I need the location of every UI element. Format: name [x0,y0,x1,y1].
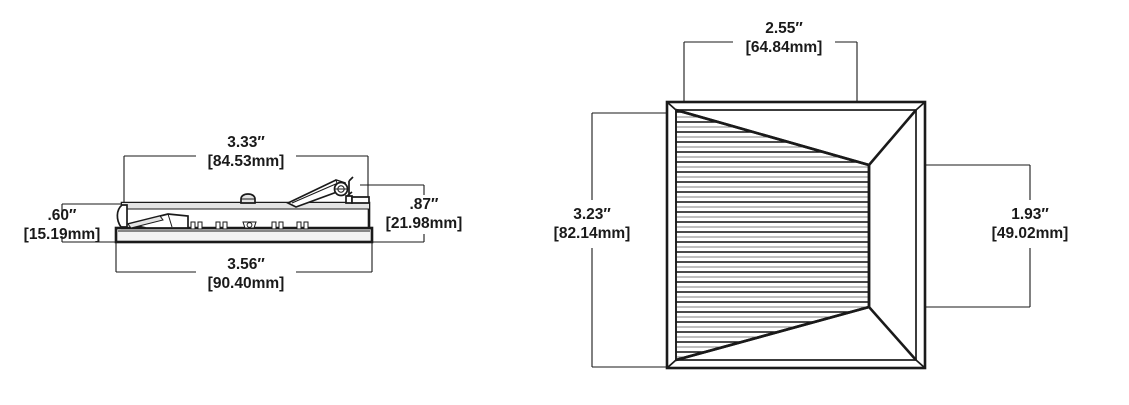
front-left-height-mm: [82.14mm] [554,225,631,242]
side-right-height-mm: [21.98mm] [386,215,463,232]
side-view-product-outline [114,176,374,244]
side-view-mounting-tabs [190,221,309,230]
side-bottom-width-inches: 3.56″ [227,256,265,273]
front-right-height-inches: 1.93″ [1011,206,1049,223]
front-view-dimension-text: 2.55″ [64.84mm] 3.23″ [82.14mm] 1.93″ [4… [554,20,1069,242]
front-view-group: 2.55″ [64.84mm] 3.23″ [82.14mm] 1.93″ [4… [554,20,1069,370]
front-view-outline [665,100,927,370]
side-view-dimension-lines [61,155,425,273]
front-top-width-inches: 2.55″ [765,20,803,37]
front-view-hatch-region [676,111,869,358]
side-view-dimension-text: 3.33″ [84.53mm] 3.56″ [90.40mm] .60″ [15… [24,134,463,292]
side-left-height-inches: .60″ [48,207,78,224]
side-top-width-inches: 3.33″ [227,134,265,151]
side-bottom-width-mm: [90.40mm] [208,275,285,292]
side-view-group: 3.33″ [84.53mm] 3.56″ [90.40mm] .60″ [15… [24,134,463,292]
front-right-height-mm: [49.02mm] [992,225,1069,242]
front-top-width-mm: [64.84mm] [746,39,823,56]
front-left-height-inches: 3.23″ [573,206,611,223]
side-right-height-inches: .87″ [410,196,440,213]
side-top-width-mm: [84.53mm] [208,153,285,170]
side-left-height-mm: [15.19mm] [24,226,101,243]
